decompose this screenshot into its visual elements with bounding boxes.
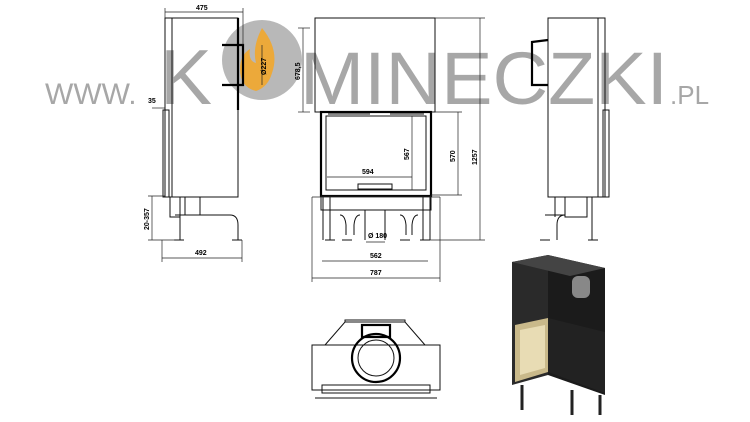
watermark-prefix: WWW.: [45, 78, 137, 111]
dim-glass-height: 567: [404, 148, 411, 160]
watermark-name: MINECZKI: [300, 37, 668, 120]
dim-total-width: 787: [370, 270, 382, 277]
side-view-left: 475 Ø227 678,5 35 20-357 492: [144, 5, 310, 262]
dim-side-offset: 35: [148, 98, 156, 105]
dim-leg-height: 20-357: [144, 208, 151, 230]
dim-total-height: 1257: [472, 149, 479, 165]
dim-flue-height: 678,5: [295, 62, 302, 80]
watermark-k: K: [160, 33, 212, 121]
dim-flue-diameter: Ø227: [261, 58, 268, 75]
dim-air-inlet: Ø 180: [368, 233, 387, 240]
side-view-right: [530, 17, 610, 241]
render-3d: [512, 255, 605, 415]
dim-base-depth: 492: [195, 250, 207, 257]
dim-leg-span: 562: [370, 253, 382, 260]
top-view: [311, 319, 441, 399]
watermark: WWW. K MINECZKI .PL: [45, 20, 709, 121]
dim-door-height: 570: [450, 150, 457, 162]
dim-side-depth: 475: [196, 5, 208, 12]
front-view: 594 567 570 1257 Ø 180 562 787: [311, 17, 485, 282]
watermark-suffix: .PL: [670, 80, 709, 110]
flame-icon: [240, 28, 275, 91]
dim-glass-width: 594: [362, 169, 374, 176]
